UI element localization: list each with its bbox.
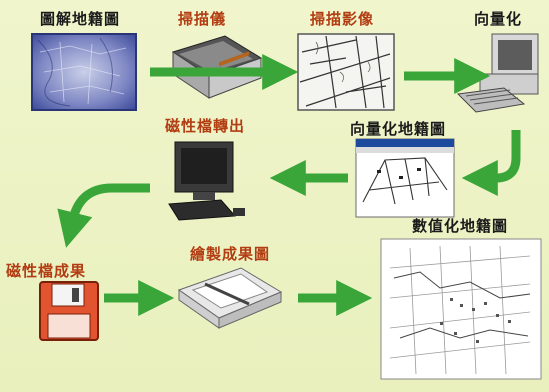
plotter-icon [177,267,283,329]
desktop-computer-icon [456,33,539,113]
flatbed-scanner-icon [171,35,263,99]
label-scan-image: 掃描影像 [310,10,375,28]
label-magnetic-file-export: 磁性檔轉出 [165,117,246,135]
label-scanner: 掃描儀 [178,10,227,28]
arrow-vectorize-to-vector-map [461,130,521,196]
digital-cadastral-map-image [380,238,542,380]
label-cadastral-map: 圖解地籍圖 [40,10,121,28]
arrow-export-to-floppy [57,183,150,248]
old-map-image [31,33,137,111]
scanned-map-image [297,33,395,111]
label-vectorize: 向量化 [474,10,523,28]
floppy-disk-icon [39,281,99,341]
label-magnetic-file-result: 磁性檔成果 [6,262,87,280]
label-digital-cadastral-map: 數值化地籍圖 [412,217,509,235]
label-vector-cadastral-map: 向量化地籍圖 [350,120,447,138]
label-plot-result-map: 繪製成果圖 [190,245,271,263]
vector-map-screenshot [355,138,455,218]
desktop-computer-icon [168,141,245,221]
